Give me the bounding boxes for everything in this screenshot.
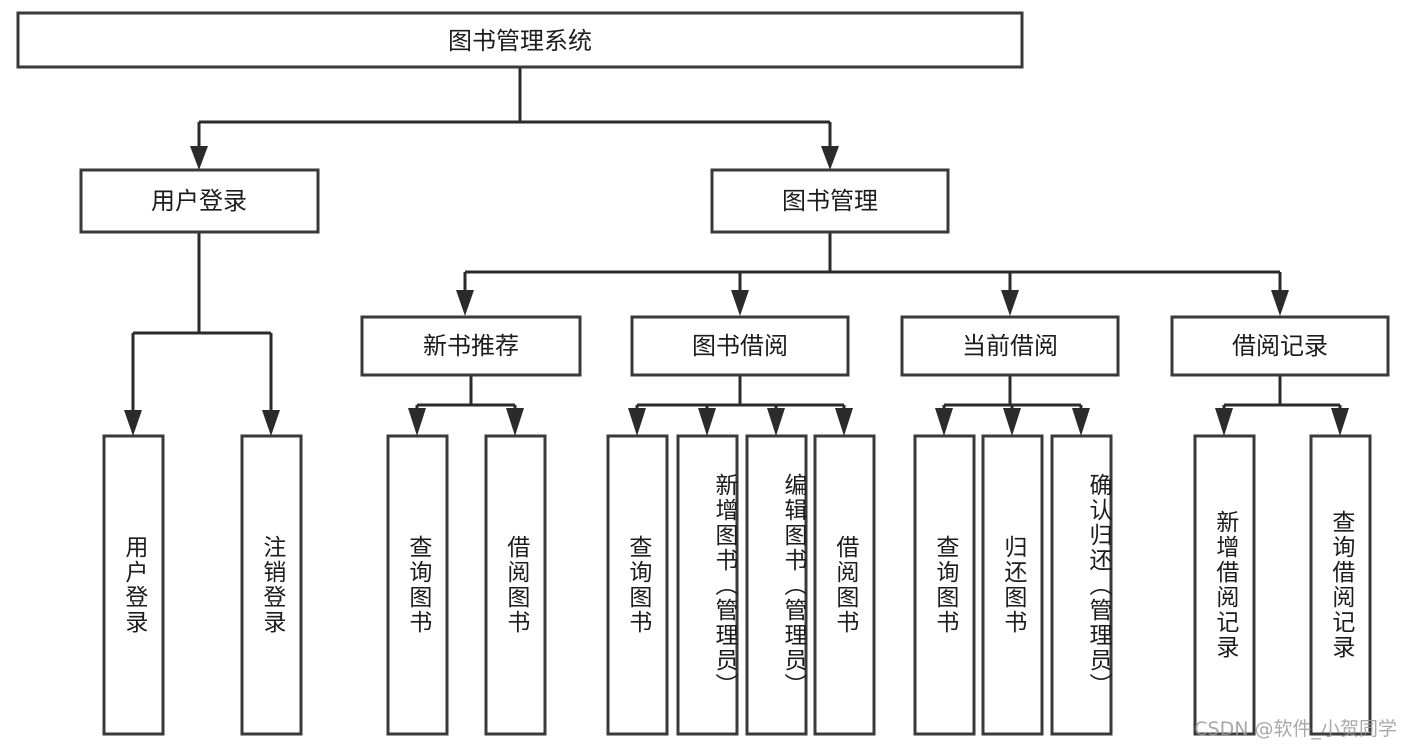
node-leaf-confirm-return[interactable] xyxy=(1050,434,1113,736)
arrow-head-icon xyxy=(1003,408,1021,436)
arrow-head-icon xyxy=(1215,408,1233,436)
arrow-head-icon xyxy=(190,146,208,170)
arrow-head-icon xyxy=(124,410,142,436)
edges-layer xyxy=(124,67,1349,436)
node-user-login[interactable] xyxy=(79,168,320,234)
node-leaf-borrow-book-1[interactable] xyxy=(484,434,547,736)
node-leaf-query-book-1[interactable] xyxy=(386,434,449,736)
arrow-head-icon xyxy=(1271,290,1289,316)
node-current-borrow-label: 当前借阅 xyxy=(962,332,1058,360)
node-book-borrow[interactable] xyxy=(630,315,850,377)
node-current-borrow[interactable] xyxy=(900,315,1120,377)
node-leaf-borrow-book-2[interactable] xyxy=(813,434,876,736)
arrow-head-icon xyxy=(767,408,785,436)
arrow-head-icon xyxy=(628,408,646,436)
arrow-head-icon xyxy=(821,146,839,170)
csdn-watermark: CSDN @软件_小贺同学 xyxy=(1194,718,1397,740)
node-new-book-recommend[interactable] xyxy=(360,315,582,377)
node-leaf-add-book[interactable] xyxy=(676,434,739,736)
node-leaf-return-book[interactable] xyxy=(981,434,1044,736)
arrow-head-icon xyxy=(935,408,953,436)
node-leaf-user-login[interactable] xyxy=(102,434,165,736)
node-user-login-label: 用户登录 xyxy=(151,187,247,215)
node-leaf-query-record[interactable] xyxy=(1309,434,1372,736)
arrow-head-icon xyxy=(835,408,853,436)
node-root-book-management-system[interactable] xyxy=(16,11,1024,69)
node-leaf-add-record[interactable] xyxy=(1193,434,1256,736)
node-root-label: 图书管理系统 xyxy=(448,27,592,55)
arrow-head-icon xyxy=(456,290,474,316)
nodes-layer: 图书管理系统 用户登录 图书管理 新书推荐 图书借阅 当前借阅 借阅记录 xyxy=(16,11,1390,736)
node-leaf-query-book-3[interactable] xyxy=(913,434,976,736)
arrow-head-icon xyxy=(731,290,749,316)
node-new-book-recommend-label: 新书推荐 xyxy=(423,332,519,360)
arrow-head-icon xyxy=(506,408,524,436)
node-borrow-record-label: 借阅记录 xyxy=(1232,332,1328,360)
arrow-head-icon xyxy=(1072,408,1090,436)
arrow-head-icon xyxy=(1001,290,1019,316)
node-book-borrow-label: 图书借阅 xyxy=(692,332,788,360)
arrow-head-icon xyxy=(1331,408,1349,436)
node-book-management[interactable] xyxy=(710,168,950,234)
node-leaf-logout-login[interactable] xyxy=(240,434,303,736)
arrow-head-icon xyxy=(262,410,280,436)
node-book-management-label: 图书管理 xyxy=(782,187,878,215)
arrow-head-icon xyxy=(408,408,426,436)
node-borrow-record[interactable] xyxy=(1170,315,1390,377)
node-leaf-edit-book[interactable] xyxy=(745,434,808,736)
arrow-head-icon xyxy=(698,408,716,436)
node-leaf-query-book-2[interactable] xyxy=(606,434,669,736)
